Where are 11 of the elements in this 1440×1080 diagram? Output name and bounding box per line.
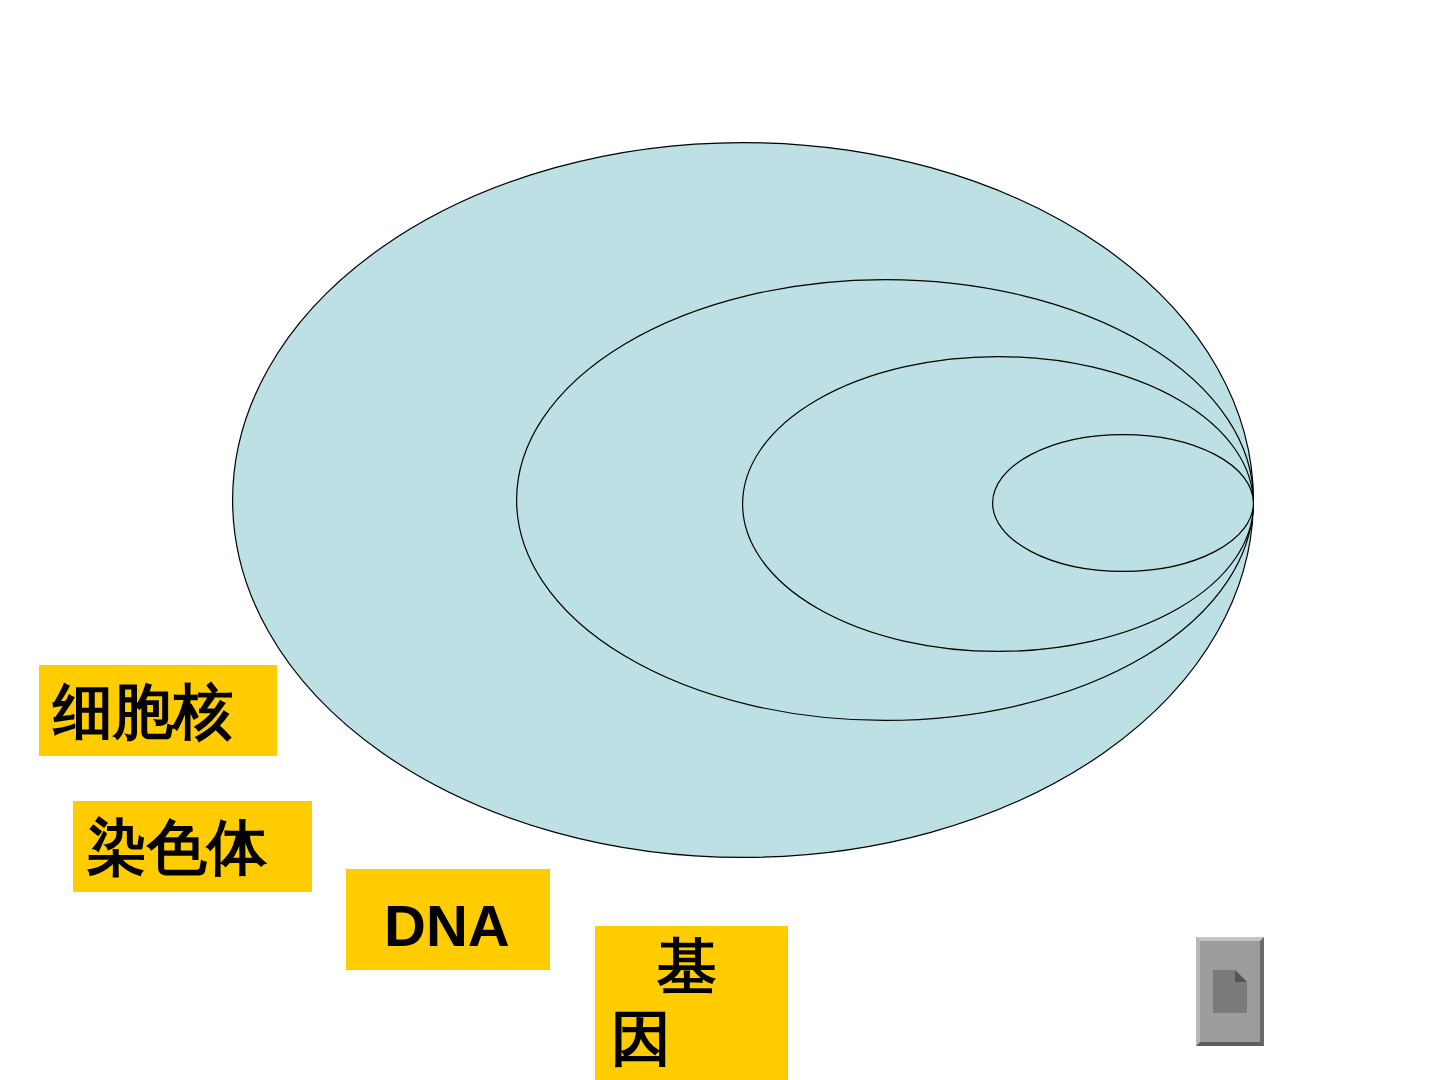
term-label: 基因 <box>611 930 718 1074</box>
term-card <box>39 665 277 756</box>
ellipse-shape <box>992 434 1254 572</box>
term-label: DNA <box>384 892 510 959</box>
term-card <box>595 926 788 1080</box>
ellipse-shape <box>516 279 1254 721</box>
term-label: 染色体 <box>87 811 267 882</box>
ellipse-shape <box>742 356 1254 652</box>
term-card <box>73 801 312 892</box>
term-label: 细胞核 <box>53 675 233 746</box>
term-card <box>346 869 550 970</box>
